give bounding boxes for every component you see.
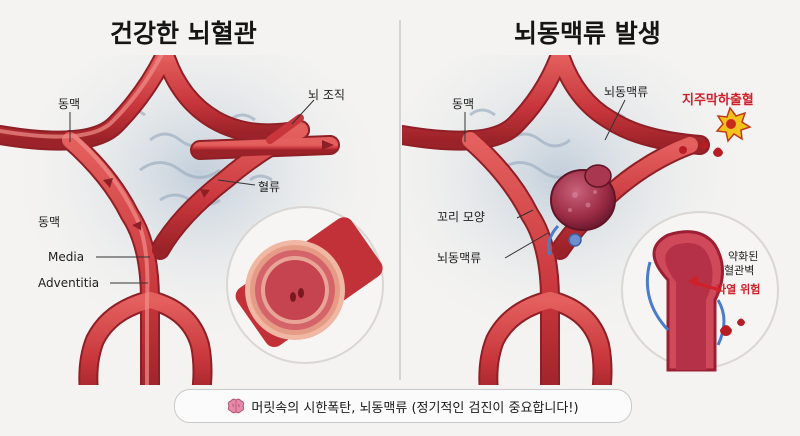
aneurysm-illustration — [402, 55, 779, 385]
leader-lines-left — [69, 99, 315, 284]
brain-icon — [228, 398, 245, 414]
label-aneurysm: 뇌동맥류 — [604, 85, 649, 99]
aneurysm-cross-section — [621, 211, 779, 372]
artery-network — [0, 55, 340, 385]
right-panel-title: 뇌동맥류 발생 — [514, 19, 661, 48]
label-hemorrhage: 지주막하출혈 — [682, 93, 754, 108]
aneurysm-sac — [547, 164, 616, 256]
artery-network-right — [402, 55, 710, 385]
label-artery-mid: 동맥 — [38, 215, 61, 229]
label-artery-right: 동맥 — [452, 97, 475, 111]
healthy-vessel-illustration — [0, 55, 384, 385]
label-rupture-risk: 파열 위험 — [716, 283, 761, 296]
label-weakened-wall-1: 약화된 — [728, 250, 759, 263]
caption-box: 머릿속의 시한폭탄, 뇌동맥류 (정기적인 검진이 중요합니다!) — [174, 389, 632, 423]
caption-text: 머릿속의 시한폭탄, 뇌동맥류 (정기적인 검진이 중요합니다!) — [251, 400, 579, 416]
rupture-burst — [679, 106, 752, 157]
vessel-cross-section — [226, 206, 384, 364]
label-blood-flow: 혈류 — [258, 180, 281, 194]
label-tail-shape: 꼬리 모양 — [437, 210, 485, 224]
flow-arrows — [103, 140, 334, 231]
label-aneurysm-lower: 뇌동맥류 — [437, 251, 482, 265]
left-panel-title: 건강한 뇌혈관 — [110, 19, 257, 48]
leader-lines-right — [464, 99, 626, 259]
label-weakened-wall-2: 혈관벽 — [724, 264, 755, 277]
label-adventitia: Adventitia — [38, 276, 100, 290]
label-brain-tissue: 뇌 조직 — [308, 88, 345, 102]
label-media: Media — [48, 250, 85, 264]
label-artery-top: 동맥 — [58, 97, 81, 111]
